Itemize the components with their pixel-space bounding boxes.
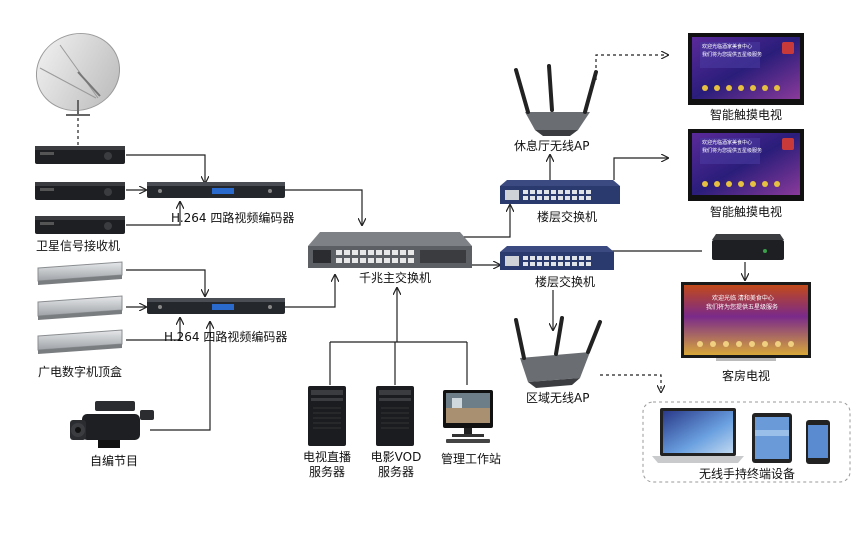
receiver1-to-encoder-link [126,154,205,183]
tv-live-server-icon [308,386,346,446]
floor-switch-top-label: 楼层交换机 [537,210,598,224]
satellite-receiver-label: 卫星信号接收机 [36,239,121,253]
room-tv-label: 客房电视 [722,369,771,383]
vod-server-icon [376,386,414,446]
area-ap-icon [514,316,602,388]
tv-live-server-label-2: 服务器 [308,465,345,479]
smart-tv-top-icon [688,33,804,105]
encoder-bottom-label: H.264 四路视频编码器 [164,330,288,344]
lounge-ap-to-tv-link [595,55,668,80]
vod-server-label-2: 服务器 [377,465,414,479]
room-tv-screen-line1: 欢迎光临 清和美食中心 [712,295,774,302]
floor-switch-top-icon [500,180,620,204]
satellite-dish-icon [35,33,121,116]
workstation-label: 管理工作站 [441,452,502,466]
satellite-receiver-2 [35,182,125,200]
wireless-devices-group [642,401,851,483]
smart-tv-mid-screen-line1: 欢迎光临酒家美食中心 [702,140,753,146]
encoder-top-to-core-link [285,189,362,225]
smart-tv-mid-label: 智能触摸电视 [710,205,783,219]
core-switch-icon [308,232,472,268]
core-to-floor-top-link [462,205,510,238]
wireless-devices-label: 无线手持终端设备 [699,467,796,481]
lounge-ap-label: 休息厅无线AP [514,139,590,153]
camcorder-icon [70,401,154,448]
satellite-receiver-1 [35,146,125,164]
floor-top-to-tv-link [613,158,668,180]
encoder-top-icon [147,182,285,198]
room-tv-screen-line2: 我们将为您提供五星级服务 [706,304,779,311]
smart-tv-top-screen-line1: 欢迎光临酒家美食中心 [702,44,753,50]
area-ap-label: 区域无线AP [526,391,590,405]
room-stb-icon [712,234,784,260]
tablet-icon [752,413,792,463]
cable-stb-label: 广电数字机顶盒 [38,365,123,379]
tv-live-server-label-1: 电视直播 [302,450,351,464]
encoder-bottom-icon [147,298,285,314]
cable-stb-1 [37,261,123,285]
vod-server-label-1: 电影VOD [370,450,422,464]
stb1-to-encoder-link [126,269,205,296]
smart-tv-top-label: 智能触摸电视 [710,108,783,122]
receiver3-to-encoder-link [126,202,180,226]
core-switch-label: 千兆主交换机 [359,271,432,285]
satellite-receiver-3 [35,216,125,234]
laptop-icon [652,408,744,463]
area-ap-to-devices-link [600,374,661,392]
encoder-top-label: H.264 四路视频编码器 [171,211,295,225]
room-tv-icon [681,282,811,361]
smart-tv-mid-icon [688,129,804,201]
encoder-bottom-to-core-link [285,275,335,308]
floor-switch-bottom-icon [500,246,614,270]
self-program-label: 自编节目 [90,454,139,468]
lounge-ap-icon [514,64,598,136]
floor-switch-bottom-label: 楼层交换机 [535,275,596,289]
workstation-icon [443,390,493,443]
camera-to-encoder-link [150,322,210,431]
cable-stb-3 [37,329,123,354]
phone-icon [806,420,830,464]
smart-tv-mid-screen-line2: 我们将为您提供五星级服务 [702,148,763,154]
stb3-to-encoder-link [126,318,180,341]
cable-stb-2 [37,295,123,320]
smart-tv-top-screen-line2: 我们将为您提供五星级服务 [702,52,763,58]
